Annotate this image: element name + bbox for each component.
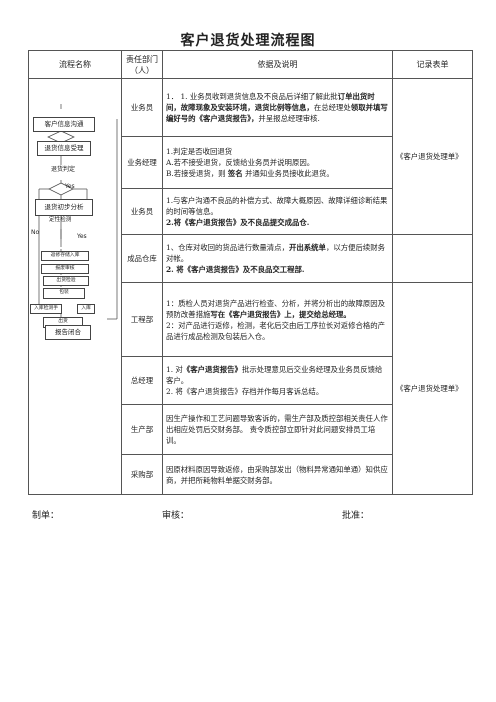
table-row: 业务经理 1.判定是否收回退货 A.若不接受退货，反馈给业务员并说明原因。 B.… — [29, 136, 473, 189]
flow-box-pack: 包装 — [43, 288, 85, 299]
flow-label-yes1: Yes — [65, 183, 75, 190]
row1-basis: 1． 1. 业务员收到退货信息及不良品后详细了解此批订单出货时间，故障现象及安装… — [162, 78, 393, 137]
row2-line2: A.若不接受退货，反馈给业务员并说明原因。 — [166, 158, 315, 167]
flow-label-judge: 退货判定 — [51, 166, 76, 173]
row4-line2: 2. 将《客户退货报告》及不良品交工程部. — [166, 265, 305, 274]
flow-box-warehouse: 入库 — [77, 304, 95, 314]
row4-line1c: ，以方便后续财务对帐。 — [166, 243, 386, 263]
row1-text2: 订单出货时间，故障现象及安装环境，退货比例等信息， — [166, 92, 375, 112]
row3-dept: 业务员 — [121, 188, 163, 235]
row5-basis: 1：质检人员对退货产品进行检查、分析，并将分析出的故障原因及预防改善措施写在《客… — [162, 282, 393, 357]
record-2: 《客户退货处理单》 — [392, 282, 473, 495]
row5-dept: 工程部 — [121, 282, 163, 357]
row2-line1: 1.判定是否收回退货 — [166, 147, 233, 156]
row5-line1b: 写在《客户退货报告》上，提交给总经理。 — [210, 309, 351, 319]
row4-dept: 成品仓库 — [121, 234, 163, 283]
row4-line1b: 开出系统单 — [288, 243, 326, 252]
row5-line1a: 1：质检人员对退货产品进行检查、分析，并将分析出的故障原因及预防改善措施 — [166, 298, 386, 319]
flow-label-no: No — [31, 229, 40, 236]
flow-box-scrap-handle: 入库检测手 — [30, 304, 62, 314]
row1-text1: 1. 业务员收到退货信息及不良品后详细了解此批 — [180, 92, 338, 101]
row7-dept: 生产部 — [121, 404, 163, 455]
header-basis: 依据及说明 — [162, 50, 393, 79]
row6-dept: 总经理 — [121, 356, 163, 405]
record-empty — [392, 234, 473, 283]
flow-box-close: 报告闭合 — [45, 325, 91, 340]
flow-box-info: 客户信息沟通 — [33, 117, 95, 132]
row2-dept: 业务经理 — [121, 136, 163, 189]
row7-basis: 因生产操作和工艺问题导致客诉的，需生产部及质控部相关责任人作出相应处罚后交财务部… — [162, 404, 393, 455]
flow-box-repair: 返修存储入库 — [41, 251, 89, 261]
table-row: 客户信息沟通 退货信息受理 退货判定 Yes 退货初步分析 定性检测 No Ye… — [28, 78, 473, 495]
row8-dept: 采购部 — [121, 454, 163, 495]
row3-line2: 2.将《客户退货报告》及不良品提交成品仓. — [166, 218, 310, 227]
flow-box-analysis: 退货初步分析 — [35, 199, 93, 216]
row2-basis: 1.判定是否收回退货 A.若不接受退货，反馈给业务员并说明原因。 B.若接受退货… — [162, 136, 393, 189]
page-title: 客户退货处理流程图 — [180, 33, 316, 49]
row6-line2: 2. 将《客户退货报告》存档并作每月客诉总结。 — [166, 387, 324, 396]
header-dept: 责任部门（人） — [121, 50, 163, 79]
row4-basis: 1、仓库对收回的货品进行数量清点，开出系统单，以方便后续财务对帐。 2. 将《客… — [162, 234, 393, 283]
row6-line1c: 批示处理意见后交业务经理及业务员反馈给客户。 — [166, 365, 383, 385]
row3-basis: 1.与客户沟通不良品的补偿方式、故障大概原因、故障详细诊断结果的时间等信息。 2… — [162, 188, 393, 235]
row5-line2: 2：对产品进行返修，检测，老化后交由后工序拉长对返修合格的产品进行成品检测及包装… — [166, 320, 386, 341]
row2-line3a: B.若接受退货，则 — [166, 169, 226, 178]
row1-text4: 领取并填写编好号的《客户退货报告》， — [166, 103, 388, 123]
footer-review: 审核： — [162, 511, 190, 521]
row2-line3b: 签名 — [227, 169, 243, 178]
row2-line3c: 并通知业务员接收此退货。 — [245, 169, 334, 178]
table-row: 工程部 1：质检人员对退货产品进行检查、分析，并将分析出的故障原因及预防改善措施… — [29, 282, 473, 495]
row1-text5: 并呈报总经理审核. — [258, 114, 320, 123]
row1-dept: 业务员 — [121, 78, 163, 137]
row6-line1b: 《客户退货报告》 — [182, 365, 242, 374]
table-row: 业务员 1.与客户沟通不良品的补偿方式、故障大概原因、故障详细诊断结果的时间等信… — [29, 188, 473, 235]
flow-box-accept: 退货信息受理 — [37, 141, 91, 156]
flowchart-cell: 客户信息沟通 退货信息受理 退货判定 Yes 退货初步分析 定性检测 No Ye… — [28, 78, 122, 495]
header-record: 记录表单 — [392, 50, 473, 79]
row4-line1a: 1、仓库对收回的货品进行数量清点， — [166, 243, 289, 252]
table-row: 总经理 1. 对《客户退货报告》批示处理意见后交业务经理及业务员反馈给客户。 2… — [29, 356, 473, 405]
process-table: 流程名称 责任部门（人） 依据及说明 记录表单 — [28, 50, 473, 495]
table-row: 成品仓库 1、仓库对收回的货品进行数量清点，开出系统单，以方便后续财务对帐。 2… — [29, 234, 473, 283]
flow-label-quality: 定性检测 — [49, 217, 72, 223]
row3-line1: 1.与客户沟通不良品的补偿方式、故障大概原因、故障详细诊断结果的时间等信息。 — [166, 196, 388, 216]
row1-num: 1． — [166, 92, 179, 101]
flow-box-scrap: 报废审核 — [41, 264, 89, 274]
header-row: 流程名称 责任部门（人） 依据及说明 记录表单 — [28, 50, 473, 79]
footer-maker: 制单： — [32, 511, 60, 521]
row6-basis: 1. 对《客户退货报告》批示处理意见后交业务经理及业务员反馈给客户。 2. 将《… — [162, 356, 393, 405]
row1-text3: 在总经理处 — [313, 103, 351, 112]
header-flow: 流程名称 — [28, 50, 122, 79]
flow-label-yes2: Yes — [77, 233, 87, 240]
table-row: 采购部 因原材料原因导致返修，由采购部发出（物料异常通知单通）知供应商，并把所耗… — [29, 454, 473, 495]
record-1: 《客户退货处理单》 — [392, 78, 473, 235]
row8-basis: 因原材料原因导致返修，由采购部发出（物料异常通知单通）知供应商，并把所耗物料单据… — [162, 454, 393, 495]
table-row: 生产部 因生产操作和工艺问题导致客诉的，需生产部及质控部相关责任人作出相应处罚后… — [29, 404, 473, 455]
footer-approve: 批准： — [342, 511, 370, 521]
row6-line1a: 1. 对 — [166, 365, 183, 374]
flow-box-repair-check: 出货检验 — [43, 276, 89, 286]
